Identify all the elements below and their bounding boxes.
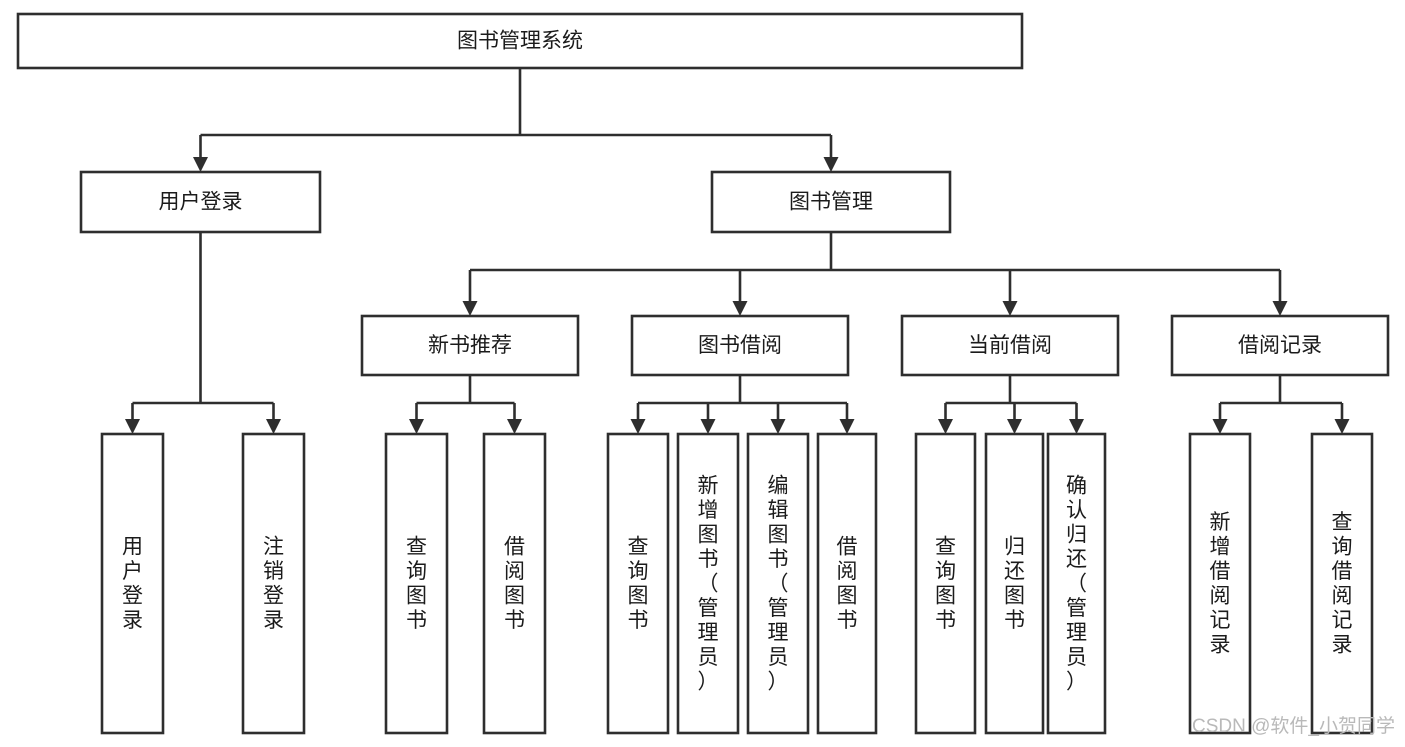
node-label-leaf-add-borrow-record: 新增借阅记录 <box>1210 511 1231 657</box>
node-root[interactable]: 图书管理系统 <box>16 12 1024 70</box>
node-leaf-return-book[interactable]: 归还图书 <box>984 432 1045 735</box>
node-label-leaf-add-book-admin: 新增图书（管理员） <box>698 474 719 693</box>
arrow-head-icon <box>462 301 478 316</box>
arrow-head-icon <box>409 419 424 434</box>
node-user-login[interactable]: 用户登录 <box>79 170 322 234</box>
node-new-book-recommend[interactable]: 新书推荐 <box>360 314 580 377</box>
node-label-leaf-return-book: 归还图书 <box>1004 536 1025 633</box>
node-label-user-login: 用户登录 <box>159 191 243 214</box>
arrow-head-icon <box>1069 419 1084 434</box>
arrow-head-icon <box>938 419 953 434</box>
node-box-leaf-confirm-return-admin <box>1046 432 1107 735</box>
node-borrow-record[interactable]: 借阅记录 <box>1170 314 1390 377</box>
node-book-manage[interactable]: 图书管理 <box>710 170 952 234</box>
node-leaf-borrow-book[interactable]: 借阅图书 <box>816 432 878 735</box>
arrow-head-icon <box>1334 419 1350 434</box>
connector-layer <box>125 68 1350 434</box>
arrow-head-icon <box>1007 419 1022 434</box>
node-leaf-query-book-current[interactable]: 查询图书 <box>914 432 977 735</box>
node-label-leaf-user-logout: 注销登录 <box>263 536 284 633</box>
node-box-leaf-borrow-book <box>816 432 878 735</box>
node-label-leaf-query-book-current: 查询图书 <box>935 536 956 633</box>
node-box-leaf-query-book-borrow <box>606 432 670 735</box>
arrow-head-icon <box>839 419 855 434</box>
node-box-leaf-borrow-book-recommend <box>482 432 547 735</box>
node-box-new-book-recommend <box>360 314 580 377</box>
node-leaf-add-borrow-record[interactable]: 新增借阅记录 <box>1188 432 1252 735</box>
node-label-leaf-edit-book-admin: 编辑图书（管理员） <box>768 474 789 693</box>
arrow-head-icon <box>193 157 208 172</box>
node-label-borrow-record: 借阅记录 <box>1238 334 1322 357</box>
arrow-head-icon <box>507 419 522 434</box>
arrow-head-icon <box>630 419 646 434</box>
arrow-head-icon <box>1212 419 1228 434</box>
node-box-book-borrow <box>630 314 850 377</box>
node-label-book-manage: 图书管理 <box>789 191 873 214</box>
node-label-root: 图书管理系统 <box>457 30 583 53</box>
node-label-current-borrow: 当前借阅 <box>968 334 1052 357</box>
node-box-leaf-add-borrow-record <box>1188 432 1252 735</box>
arrow-head-icon <box>1002 301 1018 316</box>
node-box-leaf-query-book-current <box>914 432 977 735</box>
node-box-root <box>16 12 1024 70</box>
node-leaf-confirm-return-admin[interactable]: 确认归还（管理员） <box>1046 432 1107 735</box>
node-label-leaf-borrow-book: 借阅图书 <box>837 536 858 633</box>
node-book-borrow[interactable]: 图书借阅 <box>630 314 850 377</box>
arrow-head-icon <box>1272 301 1288 316</box>
arrow-head-icon <box>732 301 748 316</box>
node-box-leaf-return-book <box>984 432 1045 735</box>
node-label-book-borrow: 图书借阅 <box>698 334 782 357</box>
node-label-new-book-recommend: 新书推荐 <box>428 334 512 357</box>
node-label-leaf-confirm-return-admin: 确认归还（管理员） <box>1066 474 1087 693</box>
arrow-head-icon <box>266 419 281 434</box>
arrow-head-icon <box>700 419 716 434</box>
node-leaf-query-borrow-record[interactable]: 查询借阅记录 <box>1310 432 1374 735</box>
node-box-current-borrow <box>900 314 1120 377</box>
arrow-head-icon <box>125 419 140 434</box>
node-leaf-user-logout[interactable]: 注销登录 <box>241 432 306 735</box>
node-box-leaf-user-login <box>100 432 165 735</box>
node-label-leaf-query-book-recommend: 查询图书 <box>406 536 427 633</box>
node-leaf-query-book-borrow[interactable]: 查询图书 <box>606 432 670 735</box>
node-leaf-add-book-admin[interactable]: 新增图书（管理员） <box>676 432 740 735</box>
node-box-book-manage <box>710 170 952 234</box>
node-box-leaf-query-borrow-record <box>1310 432 1374 735</box>
node-box-leaf-edit-book-admin <box>746 432 810 735</box>
node-label-leaf-query-book-borrow: 查询图书 <box>628 536 649 633</box>
arrow-head-icon <box>823 157 839 172</box>
arrow-head-icon <box>770 419 786 434</box>
node-leaf-query-book-recommend[interactable]: 查询图书 <box>384 432 449 735</box>
node-box-leaf-add-book-admin <box>676 432 740 735</box>
node-box-leaf-user-logout <box>241 432 306 735</box>
node-box-user-login <box>79 170 322 234</box>
node-leaf-user-login[interactable]: 用户登录 <box>100 432 165 735</box>
node-layer: 图书管理系统用户登录图书管理新书推荐图书借阅当前借阅借阅记录用户登录注销登录查询… <box>16 12 1390 735</box>
node-leaf-edit-book-admin[interactable]: 编辑图书（管理员） <box>746 432 810 735</box>
watermark-layer: CSDN @软件_小贺同学 <box>1192 715 1395 737</box>
node-label-leaf-user-login: 用户登录 <box>122 536 143 633</box>
node-label-leaf-query-borrow-record: 查询借阅记录 <box>1332 511 1353 657</box>
node-label-leaf-borrow-book-recommend: 借阅图书 <box>504 536 525 633</box>
node-leaf-borrow-book-recommend[interactable]: 借阅图书 <box>482 432 547 735</box>
node-box-leaf-query-book-recommend <box>384 432 449 735</box>
node-current-borrow[interactable]: 当前借阅 <box>900 314 1120 377</box>
csdn-watermark: CSDN @软件_小贺同学 <box>1192 715 1395 737</box>
node-box-borrow-record <box>1170 314 1390 377</box>
